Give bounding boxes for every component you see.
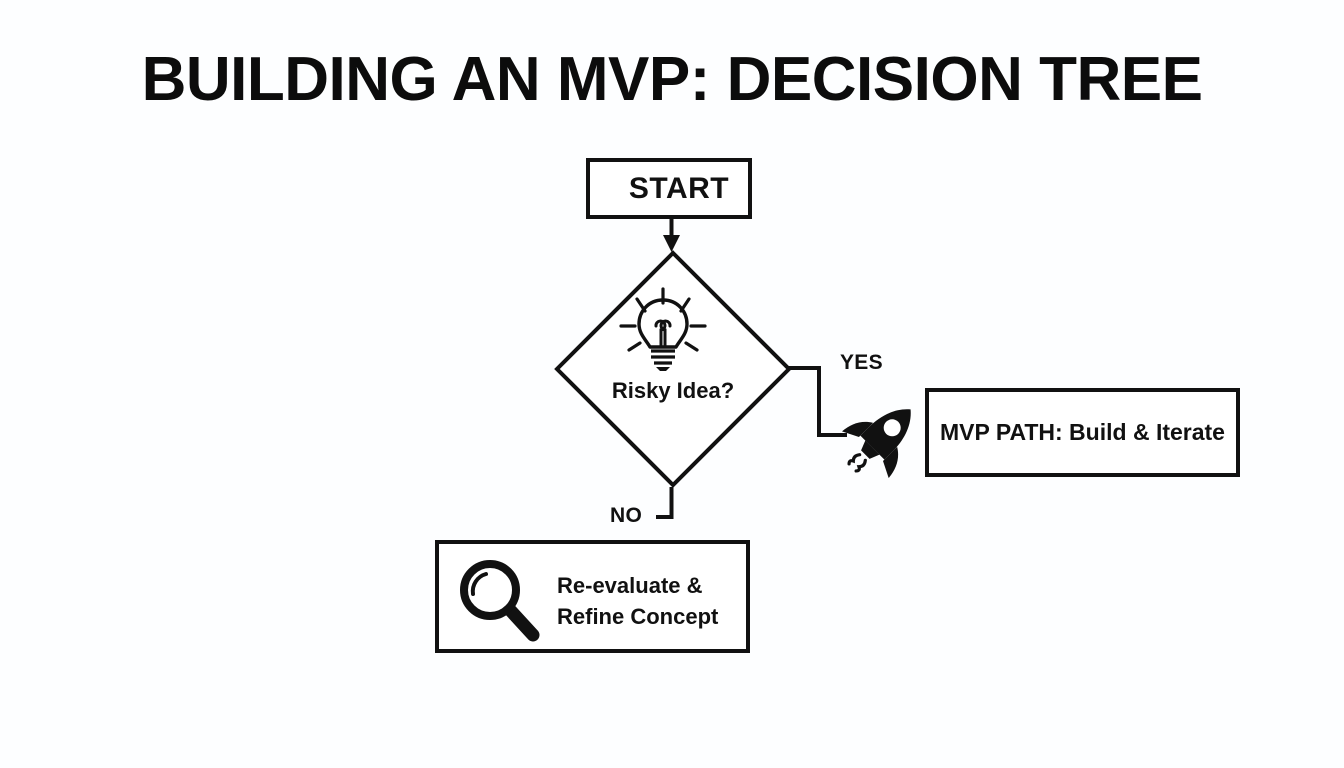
node-reevaluate-line2: Refine Concept [557,604,719,629]
node-reevaluate-label: Re-evaluate & Refine Concept [557,570,718,632]
node-mvp-path-label: MVP PATH: Build & Iterate [940,419,1225,445]
diamond-shape [554,250,792,488]
node-decision[interactable]: Risky Idea? [553,249,793,489]
node-reevaluate-line1: Re-evaluate & [557,573,703,598]
node-mvp-path[interactable]: MVP PATH: Build & Iterate [925,388,1240,477]
node-start[interactable]: START [586,158,752,219]
node-reevaluate[interactable]: Re-evaluate & Refine Concept [435,540,750,653]
edge-decision-yes [788,366,847,437]
rocket-icon [841,409,911,479]
magnifier-icon [460,560,540,642]
edge-decision-no [656,487,674,519]
page-title: BUILDING AN MVP: DECISION TREE [141,45,1203,114]
node-start-label: START [628,171,730,205]
edge-label-no: NO [610,504,643,527]
node-decision-label: Risky Idea? [611,378,735,403]
lightbulb-icon [619,287,707,371]
edge-label-yes: YES [840,351,883,374]
edge-start-to-decision [663,219,680,252]
